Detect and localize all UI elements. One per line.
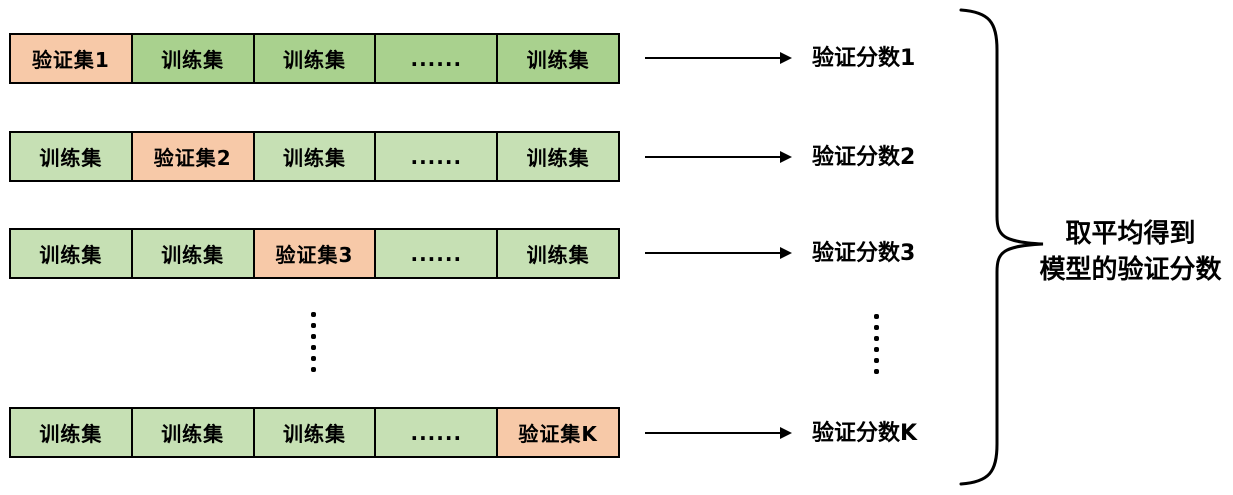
- curly-brace-icon: [959, 8, 1044, 486]
- train-cell: 训练集: [11, 133, 133, 180]
- ellipsis-cell: ......: [376, 35, 499, 82]
- train-cell: 训练集: [254, 35, 377, 82]
- validation-cell: 验证集2: [132, 133, 255, 180]
- fold-row-k: 训练集 训练集 训练集 ...... 验证集K: [9, 407, 620, 458]
- vertical-ellipsis-icon: [874, 314, 879, 374]
- validation-cell: 验证集K: [498, 409, 618, 456]
- ellipsis-cell: ......: [376, 409, 499, 456]
- train-cell: 训练集: [11, 409, 133, 456]
- vertical-ellipsis-icon: [311, 312, 316, 372]
- fold-row-2: 训练集 验证集2 训练集 ...... 训练集: [9, 131, 620, 182]
- train-cell: 训练集: [254, 133, 377, 180]
- average-score-note: 取平均得到 模型的验证分数: [1028, 216, 1233, 288]
- average-score-note-line1: 取平均得到: [1065, 219, 1196, 249]
- train-cell: 训练集: [11, 230, 133, 277]
- right-arrow-icon: [645, 247, 792, 259]
- validation-cell: 验证集1: [11, 35, 133, 82]
- train-cell: 训练集: [498, 230, 618, 277]
- train-cell: 训练集: [254, 409, 377, 456]
- score-label-k: 验证分数K: [812, 421, 918, 446]
- fold-row-1: 验证集1 训练集 训练集 ...... 训练集: [9, 33, 620, 84]
- average-score-note-line2: 模型的验证分数: [1039, 255, 1222, 285]
- train-cell: 训练集: [132, 230, 255, 277]
- ellipsis-cell: ......: [376, 230, 499, 277]
- score-label-1: 验证分数1: [812, 46, 916, 71]
- right-arrow-icon: [645, 52, 792, 64]
- right-arrow-icon: [645, 151, 792, 163]
- fold-row-3: 训练集 训练集 验证集3 ...... 训练集: [9, 228, 620, 279]
- validation-cell: 验证集3: [254, 230, 377, 277]
- ellipsis-cell: ......: [376, 133, 499, 180]
- train-cell: 训练集: [132, 35, 255, 82]
- right-arrow-icon: [645, 427, 792, 439]
- train-cell: 训练集: [498, 133, 618, 180]
- train-cell: 训练集: [132, 409, 255, 456]
- score-label-2: 验证分数2: [812, 145, 916, 170]
- score-label-3: 验证分数3: [812, 241, 916, 266]
- train-cell: 训练集: [498, 35, 618, 82]
